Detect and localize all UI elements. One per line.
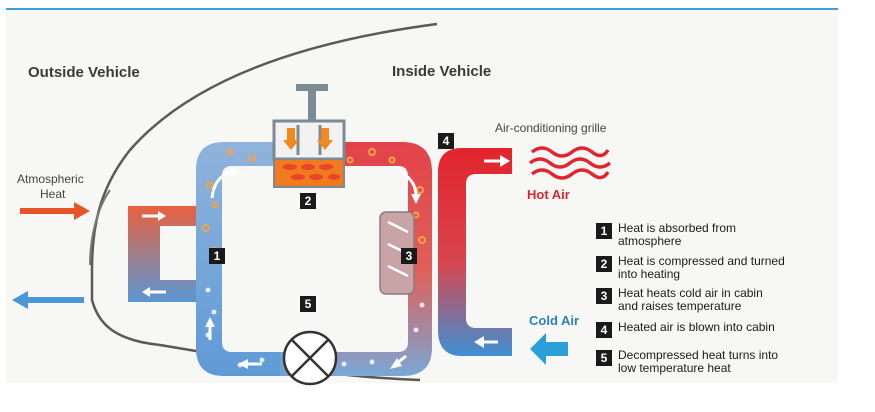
marker-1: 1: [213, 249, 221, 263]
cold-air-label: Cold Air: [529, 313, 580, 328]
hot-air-label: Hot Air: [527, 187, 570, 202]
atmospheric-heat-arrow-icon: [74, 202, 90, 220]
exhaust-cold-arrow-icon: [12, 291, 28, 309]
marker-5: 5: [304, 297, 312, 311]
legend-num-5: 5: [596, 350, 612, 366]
grille-label: Air-conditioning grille: [495, 121, 607, 135]
outdoor-air-duct: [128, 206, 205, 302]
legend-num-1: 1: [596, 223, 612, 239]
vehicle-body-outline: [90, 22, 438, 382]
legend-num-2: 2: [596, 256, 612, 272]
marker-3: 3: [405, 249, 413, 263]
hot-air-waves-icon: [528, 146, 612, 180]
legend-text-2a: Heat is compressed and turned: [618, 254, 785, 268]
hot-air-arrow-icon: [500, 155, 510, 167]
legend-num-4: 4: [596, 322, 612, 338]
legend-item-4: 4 Heated air is blown into cabin: [596, 321, 775, 338]
legend-num-3: 3: [596, 288, 612, 304]
loop-left-segment: [196, 142, 290, 376]
legend-text-3b: and raises temperature: [618, 299, 742, 313]
legend-text-3a: Heat heats cold air in cabin: [618, 286, 763, 300]
legend-text-5a: Decompressed heat turns into: [618, 348, 779, 362]
atmospheric-label: Atmospheric: [17, 172, 84, 186]
cold-air-arrow-icon: [530, 333, 546, 365]
compressor-handle: [296, 84, 328, 91]
marker-4: 4: [442, 134, 450, 148]
legend-text-2b: into heating: [618, 267, 681, 281]
flow-arrow-icon: [210, 170, 231, 199]
legend-text-4a: Heated air is blown into cabin: [618, 320, 775, 334]
duct-arrow-out-icon: [142, 287, 150, 297]
cabin-air-duct: [438, 148, 512, 356]
step-markers: [209, 133, 454, 312]
heat-label: Heat: [40, 187, 66, 201]
outside-vehicle-heading: Outside Vehicle: [28, 64, 140, 81]
legend-text-1a: Heat is absorbed from: [618, 221, 737, 235]
marker-2: 2: [304, 194, 312, 208]
legend-text-5b: low temperature heat: [618, 361, 731, 375]
inside-vehicle-heading: Inside Vehicle: [392, 63, 492, 80]
legend-text-1b: atmosphere: [618, 234, 682, 248]
